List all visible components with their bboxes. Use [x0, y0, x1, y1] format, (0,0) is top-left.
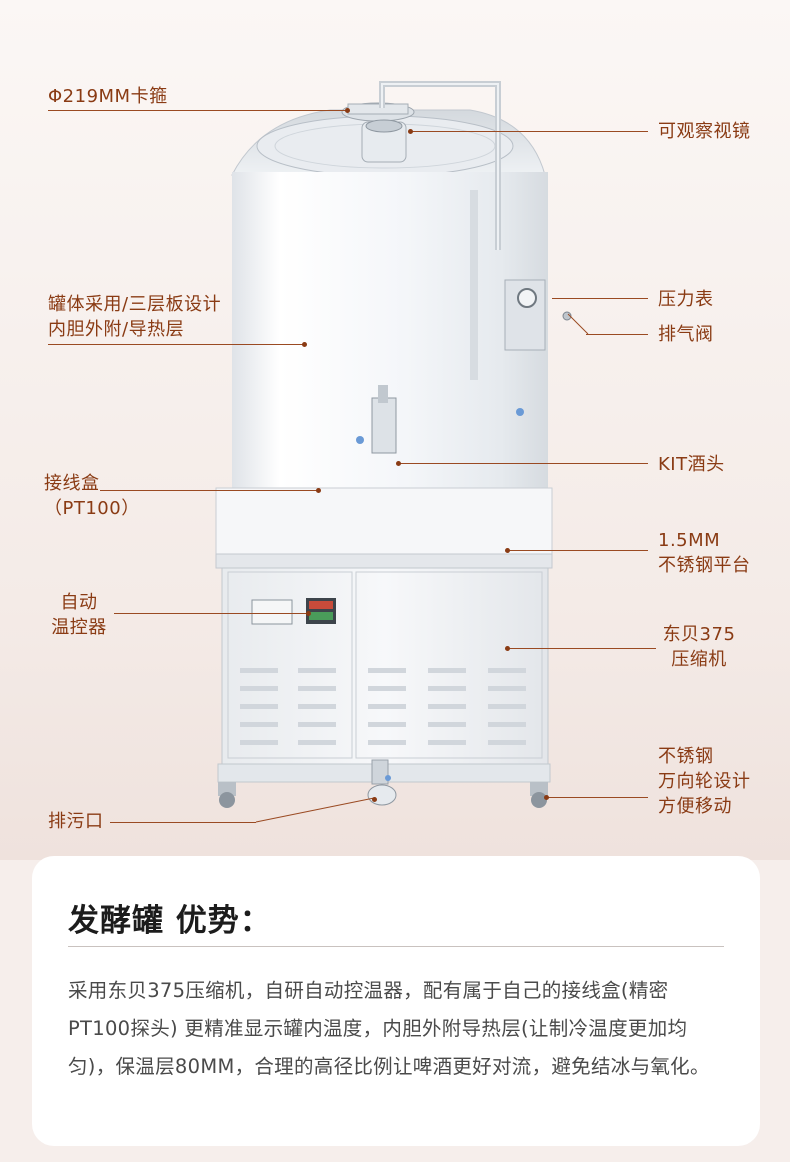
drain-leader [110, 822, 256, 823]
casters-dot [544, 795, 549, 800]
advantage-title: 发酵罐 优势： [68, 903, 272, 939]
drain-leader-diagonal [255, 797, 375, 823]
exhaust-valve-leader [586, 334, 648, 335]
exhaust-valve-label: 排气阀 [658, 324, 714, 345]
advantage-body: 采用东贝375压缩机，自研自动控温器，配有属于自己的接线盒(精密PT100探头)… [68, 979, 710, 1078]
advantage-divider [68, 946, 724, 947]
clamp-dot [345, 108, 350, 113]
clamp-label: Φ219MM卡箍 [48, 86, 168, 107]
clamp-leader [48, 110, 348, 111]
sight-glass-label: 可观察视镜 [658, 121, 751, 142]
kit-tap-label: KIT酒头 [658, 454, 725, 475]
junction-box-label: 接线盒 （PT100） [44, 473, 140, 519]
platform-dot [505, 548, 510, 553]
sight-glass-leader [412, 131, 648, 132]
sight-glass-dot [408, 129, 413, 134]
pressure-gauge-leader [552, 298, 648, 299]
junction-box-dot [316, 488, 321, 493]
compressor-dot [505, 646, 510, 651]
advantage-card [32, 856, 760, 1146]
thermostat-leader [114, 613, 310, 614]
pressure-gauge-label: 压力表 [658, 289, 714, 310]
compressor-label: 东贝375 压缩机 [662, 624, 736, 670]
tank-body-label: 罐体采用/三层板设计 内胆外附/导热层 [48, 294, 222, 340]
casters-leader [546, 797, 648, 798]
compressor-leader [508, 648, 656, 649]
kit-tap-dot [396, 461, 401, 466]
tank-body-dot [302, 342, 307, 347]
drain-label: 排污口 [48, 811, 104, 832]
thermostat-dot [306, 611, 311, 616]
drain-dot [372, 797, 377, 802]
exhaust-leader-diagonal [567, 313, 589, 335]
platform-leader [508, 550, 648, 551]
tank-body-leader [48, 344, 306, 345]
junction-box-leader [100, 490, 320, 491]
thermostat-label: 自动 温控器 [51, 592, 107, 638]
casters-label: 不锈钢 万向轮设计 方便移动 [658, 746, 751, 817]
kit-tap-leader [398, 463, 648, 464]
platform-label: 1.5MM 不锈钢平台 [658, 530, 751, 576]
